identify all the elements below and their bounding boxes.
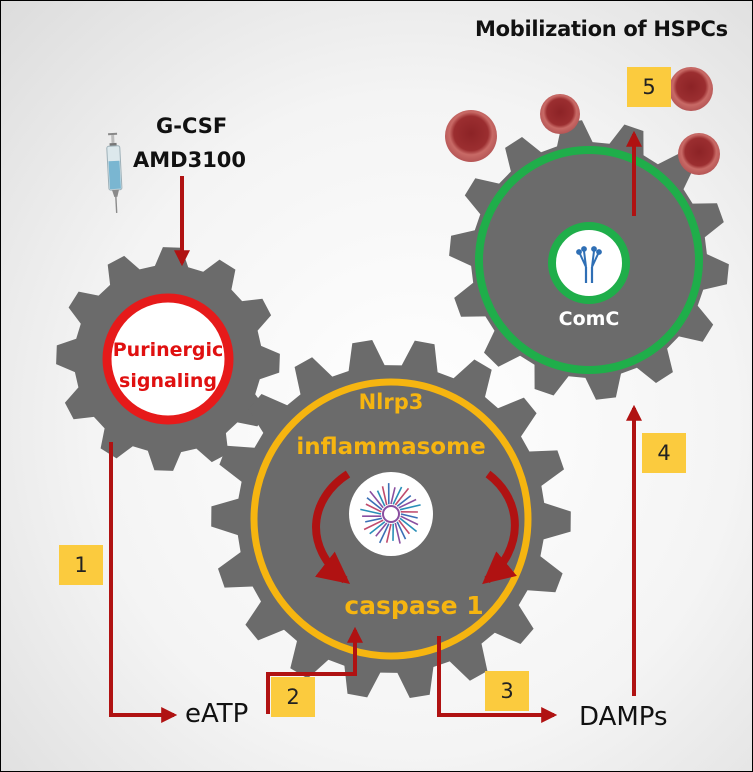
inflammasome-complex-icon (360, 483, 421, 544)
inflammasome-spoke (400, 515, 419, 526)
hspc-cell (540, 94, 580, 134)
comc-label: ComC (558, 308, 620, 330)
inflammasome-spoke (378, 523, 390, 544)
purinergic-label-line2: signaling (119, 370, 217, 392)
inflammasome-ring (250, 378, 532, 660)
hspc-cell (445, 110, 497, 162)
diagram-title: Mobilization of HSPCs (475, 17, 728, 41)
inflammasome-spoke (381, 486, 388, 506)
step-4-box: 4 (642, 433, 686, 473)
inflammasome-spoke (365, 503, 382, 513)
arrow-1-to-eatp (109, 442, 178, 723)
purinergic-label-line1: Purinergic (112, 339, 224, 361)
inflammasome-spoke (375, 522, 388, 537)
inflammasome-spoke (376, 490, 386, 507)
curve-arrow-left (312, 470, 351, 584)
inflammasome-core (382, 505, 400, 523)
inflammasome-spoke (396, 521, 407, 540)
inflammasome-spoke (399, 517, 418, 533)
inflammasome-spoke (365, 517, 383, 523)
nlrp3-label: Nlrp3 (358, 390, 424, 414)
caspase-label: caspase 1 (344, 591, 484, 620)
inflammasome-spoke (385, 523, 392, 543)
purinergic-label: Purinergic signaling (112, 335, 224, 397)
eatp-label: eATP (185, 699, 249, 729)
inflammasome-spoke (396, 494, 412, 507)
inflammasome-spoke (398, 519, 411, 535)
hspc-cell (678, 133, 720, 175)
drug-amd3100-label: AMD3100 (133, 148, 247, 172)
step-1-box: 1 (59, 545, 103, 585)
arrow-2-eatp-to-caspase (266, 626, 363, 714)
complement-receptor-icon (576, 246, 602, 283)
purinergic-ring (102, 293, 234, 425)
inflammasome-spoke (398, 498, 417, 509)
hspc-cells (445, 67, 720, 175)
inflammasome-spoke (400, 513, 418, 519)
inflammasome-spoke (363, 519, 384, 531)
drug-gcsf-label: G-CSF (156, 114, 228, 138)
inflammasome-spoke (392, 486, 403, 505)
hspc-cell (669, 67, 713, 111)
step-5-box: 5 (627, 67, 671, 107)
inflammasome-spoke (399, 504, 421, 511)
inflammasome-spoke (390, 487, 396, 505)
inflammasome-spoke (369, 521, 386, 535)
damps-label: DAMPs (579, 702, 668, 732)
inflammasome-spoke (394, 487, 410, 506)
inflammasome-label: inflammasome (296, 434, 486, 460)
inflammasome-spoke (394, 522, 401, 544)
inflammasome-center (349, 472, 433, 556)
comc-inner-ring (548, 222, 630, 304)
step-3-box: 3 (485, 671, 529, 711)
inflammasome-spoke (369, 490, 384, 509)
curve-arrow-right (482, 470, 519, 585)
inflammasome-spoke (360, 508, 382, 515)
inflammasome-spoke (366, 497, 383, 511)
comc-outer-ring (475, 146, 703, 374)
syringe-icon (106, 132, 123, 213)
arrow-3-to-damps (437, 636, 558, 723)
step-2-box: 2 (271, 677, 315, 717)
